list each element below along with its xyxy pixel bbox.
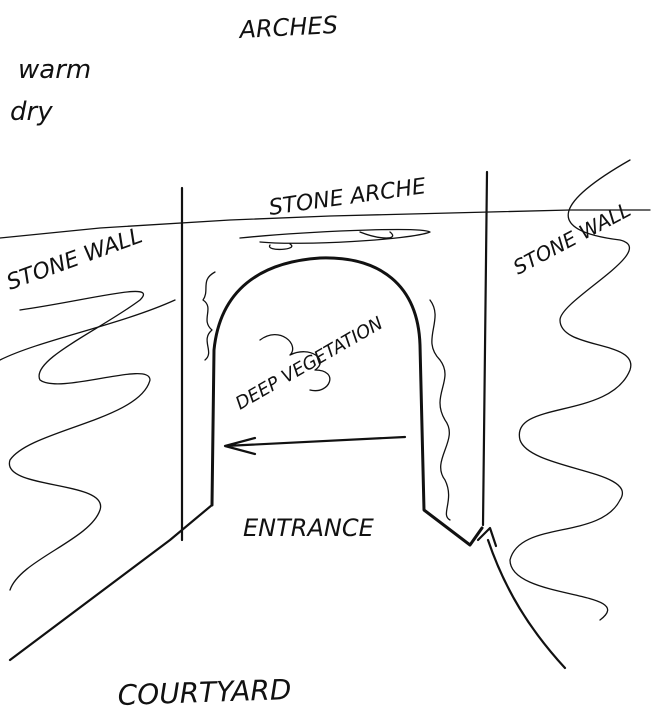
left-wall-scribble <box>8 290 151 591</box>
vegetation-scribble <box>259 334 331 392</box>
label-entrance: ENTRANCE <box>243 514 375 542</box>
inner-floor-arrow <box>223 435 407 456</box>
right-pillar-edge <box>481 170 489 527</box>
note-warm: warm <box>18 55 91 85</box>
sketch-title: ARCHES <box>237 11 339 44</box>
right-pillar-scribble <box>429 299 451 521</box>
left-wall-scribble-2 <box>0 299 176 361</box>
label-vegetation: DEEP VEGETATION <box>232 313 387 414</box>
label-stone-wall-left: STONE WALL <box>4 223 146 295</box>
left-pillar-scribble <box>202 271 216 361</box>
top-horizon-line <box>0 209 651 239</box>
right-wall-scribble <box>509 159 632 621</box>
note-dry: dry <box>10 97 53 127</box>
arch-outline <box>210 256 484 547</box>
entrance-arrow-head <box>476 526 498 548</box>
left-floor-line <box>8 503 214 662</box>
right-floor-line <box>486 538 567 670</box>
arch-scribble <box>239 228 431 251</box>
label-courtyard: COURTYARD <box>117 673 292 712</box>
